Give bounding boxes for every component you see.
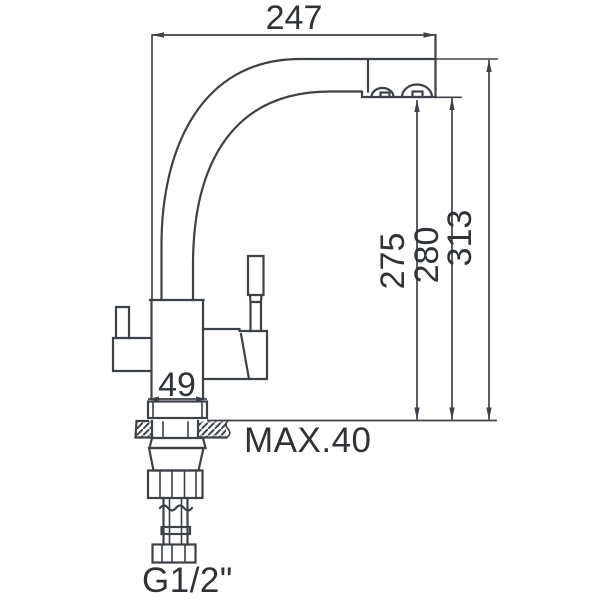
dimension-label-thread: G1/2" [142,561,233,600]
dimension-spout-underside-height: 280 [408,96,462,420]
faucet-outline [111,33,498,420]
lock-nut-ribs [159,469,197,499]
arrowhead-right-247 [423,32,436,38]
right-lever-stem [249,300,263,333]
arrowhead-left-49 [148,396,159,402]
counter-hatch-left [136,421,152,438]
hose-nut [151,543,197,564]
arrowhead-bottom-313 [486,407,492,420]
counter-break-squiggle [225,419,231,439]
shank-collar [160,525,192,536]
dimension-label-247: 247 [266,0,323,37]
counter-hatch-right [198,421,226,438]
right-lever-joint [248,293,263,304]
left-valve-block [111,336,153,373]
arrowhead-top-280 [449,98,455,110]
shank-break-squiggle [158,504,194,512]
dimension-overall-height: 313 [441,60,492,420]
dimension-label-max40: MAX.40 [244,421,372,460]
aerator-dome-large [400,83,434,99]
counter-hole-edges [150,419,200,439]
right-lever-knob [246,254,265,297]
spout-inner-bend [191,90,437,302]
mounting-hardware [146,436,207,564]
arrowhead-bottom-275 [414,407,420,420]
arrowhead-bottom-280 [449,407,455,420]
base-plate-side-lines [152,400,203,419]
dimension-spout-reach: 247 [152,0,436,38]
hose-nut-ribs [161,543,186,564]
counter-left-and-bottom-edges [134,419,228,439]
right-lever-mount-taper [239,332,251,381]
threaded-shank [162,496,189,546]
aerator-dome-small [370,86,395,99]
dimension-aerator-height: 275 [374,100,420,420]
arrowhead-right-49 [196,396,207,402]
shank-through-hole [162,421,189,438]
dimension-label-275: 275 [374,233,412,290]
countertop-section [134,419,497,439]
lock-nut [146,469,204,500]
arrowhead-top-313 [486,60,492,72]
mounting-washer [148,436,207,450]
arrowhead-left-247 [152,32,164,38]
aerator-slot-small [379,91,391,99]
base-plate [146,400,209,420]
dimension-label-49: 49 [158,366,196,404]
left-handle-stem [114,305,131,340]
dimension-base-width: 49 [148,366,207,404]
arrowhead-top-275 [414,100,420,112]
dimension-label-280: 280 [408,227,446,284]
aerator-slot-large [411,90,424,99]
spout-outer-bend [160,57,437,302]
dimension-label-313: 313 [441,210,479,267]
right-lever-mount [201,327,269,381]
mounting-cone [147,446,205,472]
